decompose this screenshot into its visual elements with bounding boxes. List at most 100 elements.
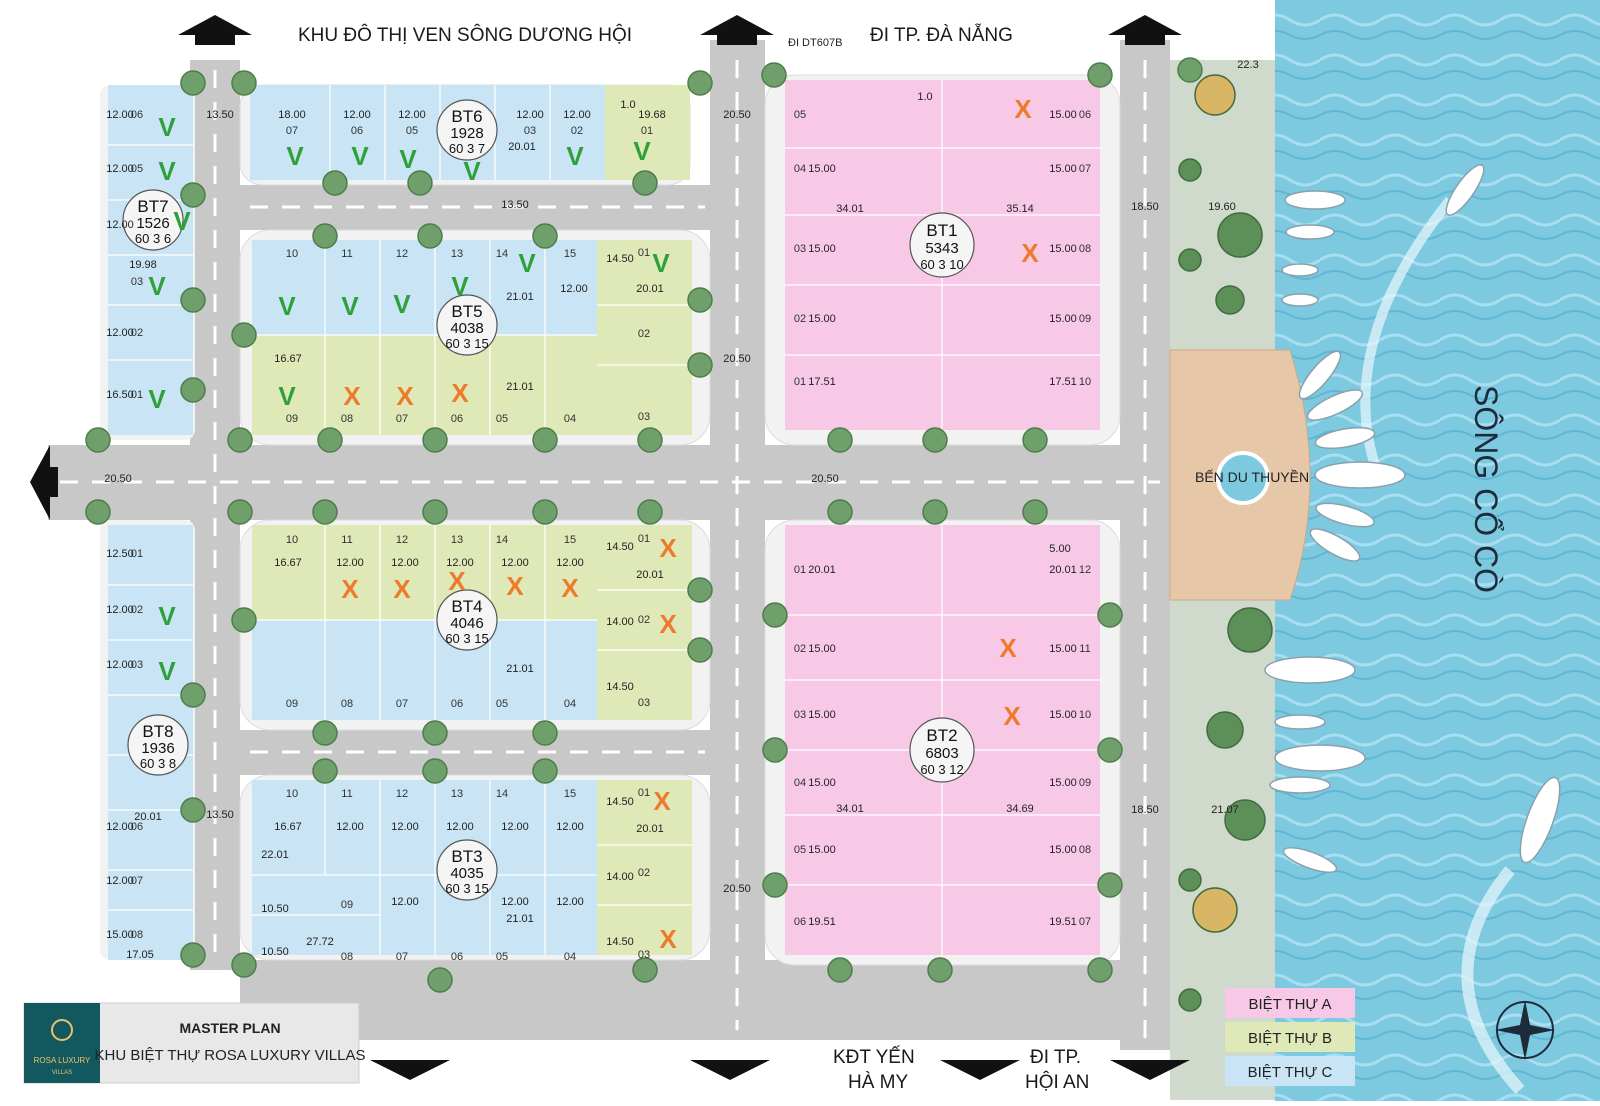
lot-number: 05 — [794, 109, 806, 121]
lot-number: 01 — [638, 247, 650, 259]
label-bottom-center-1: KĐT YẾN — [833, 1046, 915, 1068]
park-trees — [1178, 74, 1273, 1012]
lot-dim: 12.00 — [106, 821, 134, 833]
lot-number: 06 — [451, 698, 463, 710]
lot-dim: 34.01 — [836, 203, 864, 215]
mark-available: V — [148, 271, 166, 301]
lot-number: 14 — [496, 534, 508, 546]
lot-dim: 12.00 — [556, 557, 584, 569]
lot-number: 05 — [794, 844, 806, 856]
lot-number: 09 — [1079, 313, 1091, 325]
mark-available: V — [158, 112, 176, 142]
bt2-name: BT2 — [926, 726, 957, 745]
lot-dim: 12.00 — [501, 557, 529, 569]
lot-dim: 12.00 — [336, 557, 364, 569]
lot-number: 08 — [1079, 243, 1091, 255]
label-top-road: ĐI DT607B — [788, 37, 842, 49]
mark-available: V — [341, 291, 359, 321]
mark-sold: X — [451, 378, 469, 408]
lot-dim: 21.01 — [506, 381, 534, 393]
lot-number: 06 — [131, 821, 143, 833]
lot-dim: 19.68 — [638, 109, 666, 121]
mark-available: V — [286, 141, 304, 171]
marina-label: BẾN DU THUYỀN — [1195, 469, 1309, 485]
lot-number: 03 — [794, 243, 806, 255]
mark-available: V — [518, 248, 536, 278]
logo-line1: ROSA LUXURY — [34, 1056, 91, 1065]
road-dim: 20.50 — [723, 883, 751, 895]
block-badge-text: BT6 1928 60 3 7 BT7 1526 60 3 6 BT1 5343… — [135, 107, 964, 896]
lot-number: 09 — [286, 413, 298, 425]
lot-number: 15 — [564, 248, 576, 260]
lot-number: 11 — [1079, 643, 1090, 655]
block-bt7-bg — [100, 85, 195, 440]
lot-number: 08 — [1079, 844, 1091, 856]
labels: KHU ĐÔ THỊ VEN SÔNG DƯƠNG HỘI ĐI DT607B … — [34, 24, 1504, 1093]
lot-numbers: 07 06 05 03 02 01 06 05 03 02 01 05 04 0… — [131, 109, 1091, 963]
mark-sold: X — [393, 574, 411, 604]
label-top-left: KHU ĐÔ THỊ VEN SÔNG DƯƠNG HỘI — [298, 24, 632, 46]
legend — [1225, 988, 1355, 1086]
mark-available: V — [633, 136, 651, 166]
lot-dim: 12.00 — [398, 109, 426, 121]
lot-number: 08 — [341, 698, 353, 710]
lot-number: 10 — [1079, 376, 1091, 388]
lot-dim: 21.01 — [506, 663, 534, 675]
lot-number: 02 — [638, 328, 650, 340]
lot-dim: 10.50 — [261, 946, 289, 958]
availability-marks: V V V V V V V V V V V V V V V V V V V V … — [148, 94, 1039, 954]
bt4-area: 4046 — [450, 615, 483, 632]
lot-dim: 15.00 — [808, 777, 836, 789]
lot-dim: 16.50 — [106, 389, 134, 401]
lot-number: 11 — [341, 534, 352, 546]
lot-number: 10 — [286, 788, 298, 800]
bt1-area: 5343 — [925, 240, 958, 257]
lot-number: 07 — [1079, 163, 1091, 175]
lot-dim: 27.72 — [306, 936, 334, 948]
mark-available: V — [278, 381, 296, 411]
lot-dim: 14.50 — [606, 796, 634, 808]
lot-number: 06 — [1079, 109, 1091, 121]
mark-available: V — [158, 601, 176, 631]
lot-number: 10 — [286, 248, 298, 260]
bt1-stats: 60 3 10 — [920, 257, 963, 272]
lot-dim: 17.05 — [126, 949, 154, 961]
road-dim: 20.50 — [723, 109, 751, 121]
lot-number: 02 — [638, 614, 650, 626]
lot-dim: 20.01 — [636, 569, 664, 581]
lot-dim: 20.01 — [636, 823, 664, 835]
lot-dim: 12.00 — [556, 821, 584, 833]
lot-number: 04 — [564, 951, 576, 963]
mark-sold: X — [1021, 238, 1039, 268]
lot-number: 04 — [794, 163, 806, 175]
bt6-area: 1928 — [450, 125, 483, 142]
mark-sold: X — [448, 566, 466, 596]
lot-number: 08 — [341, 951, 353, 963]
lot-dim: 14.50 — [606, 541, 634, 553]
river-water — [1275, 0, 1600, 1101]
lot-dim: 12.00 — [391, 821, 419, 833]
bt7-stats: 60 3 6 — [135, 231, 171, 246]
bt1-name: BT1 — [926, 221, 957, 240]
lot-number: 09 — [341, 899, 353, 911]
dimensions: 13.50 20.50 20.50 20.50 20.50 18.50 18.5… — [104, 59, 1258, 961]
mark-available: V — [393, 289, 411, 319]
legend-swatch-c — [1225, 1056, 1355, 1086]
lot-dim: 15.00 — [106, 929, 134, 941]
lot-dim: 15.00 — [1049, 243, 1077, 255]
boats — [1264, 164, 1561, 873]
lot-dim: 21.01 — [506, 913, 534, 925]
lot-number: 14 — [496, 788, 508, 800]
lot-number: 03 — [638, 697, 650, 709]
lot-number: 02 — [638, 867, 650, 879]
lot-dim: 15.00 — [1049, 313, 1077, 325]
lot-number: 02 — [794, 313, 806, 325]
lot-dim: 12.00 — [391, 896, 419, 908]
compass-rose — [1495, 1000, 1555, 1060]
lot-dim: 12.00 — [501, 821, 529, 833]
lot-number: 03 — [794, 709, 806, 721]
lot-number: 10 — [1079, 709, 1091, 721]
road-dim: 20.50 — [811, 473, 839, 485]
